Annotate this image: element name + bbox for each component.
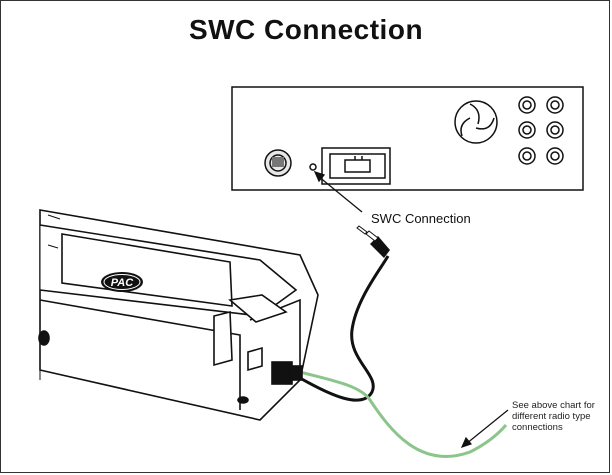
callout-arrow bbox=[313, 170, 363, 213]
radio-back-panel bbox=[231, 86, 584, 191]
pac-logo-text: PAC bbox=[111, 277, 134, 289]
fan-icon bbox=[454, 100, 498, 144]
note-line: connections bbox=[512, 422, 563, 433]
note-line: See above chart for bbox=[512, 400, 595, 411]
pac-logo: PAC bbox=[101, 272, 143, 292]
rca-jacks bbox=[518, 96, 564, 165]
swc-connection-label: SWC Connection bbox=[371, 211, 471, 226]
page-title: SWC Connection bbox=[188, 14, 424, 45]
harness-port bbox=[321, 147, 391, 185]
pac-module bbox=[38, 209, 319, 421]
swc-plug-cable bbox=[299, 225, 390, 402]
note-line: different radio type bbox=[512, 411, 591, 422]
radio-type-note: See above chart for different radio type… bbox=[512, 400, 612, 433]
din-connector bbox=[264, 149, 292, 177]
note-arrow bbox=[460, 409, 509, 448]
swc-jack-port bbox=[309, 163, 317, 171]
green-wire bbox=[299, 370, 508, 458]
